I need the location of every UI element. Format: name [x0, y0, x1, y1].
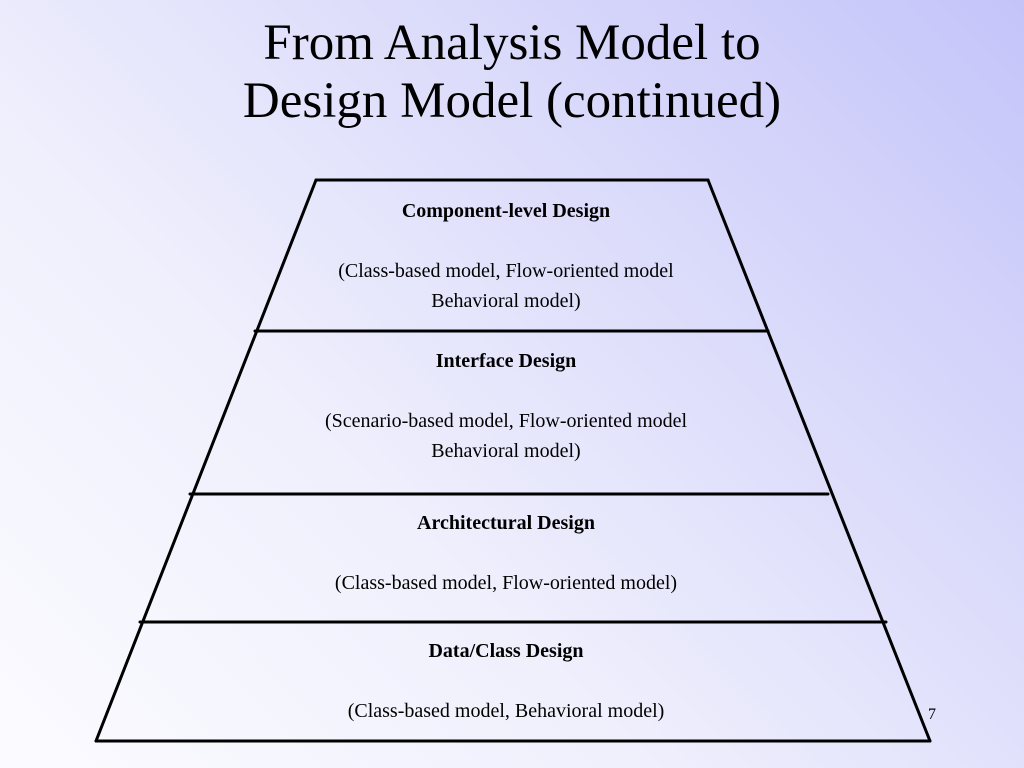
page-number: 7	[928, 706, 936, 723]
title-line-2: Design Model (continued)	[242, 73, 782, 129]
level-data-class-design: Data/Class Design (Class-based model, Be…	[206, 636, 806, 726]
level-description: (Class-based model, Behavioral model)	[347, 700, 665, 722]
level-description: (Class-based model, Flow-oriented model …	[338, 260, 674, 312]
pyramid-left-edge	[94, 178, 318, 743]
level-description: (Scenario-based model, Flow-oriented mod…	[324, 410, 688, 462]
pyramid-right-edge	[706, 178, 932, 743]
level-architectural-design: Architectural Design (Class-based model,…	[206, 508, 806, 598]
level-description: (Class-based model, Flow-oriented model)	[334, 572, 678, 594]
level-interface-design: Interface Design (Scenario-based model, …	[226, 346, 786, 466]
level-heading: Architectural Design	[417, 512, 595, 534]
level-heading: Component-level Design	[401, 200, 611, 222]
level-heading: Interface Design	[435, 350, 577, 372]
level-heading: Data/Class Design	[428, 640, 584, 662]
level-component-design: Component-level Design (Class-based mode…	[256, 196, 756, 316]
slide-title: From Analysis Model to Design Model (con…	[0, 14, 1024, 130]
title-line-1: From Analysis Model to	[263, 15, 761, 71]
